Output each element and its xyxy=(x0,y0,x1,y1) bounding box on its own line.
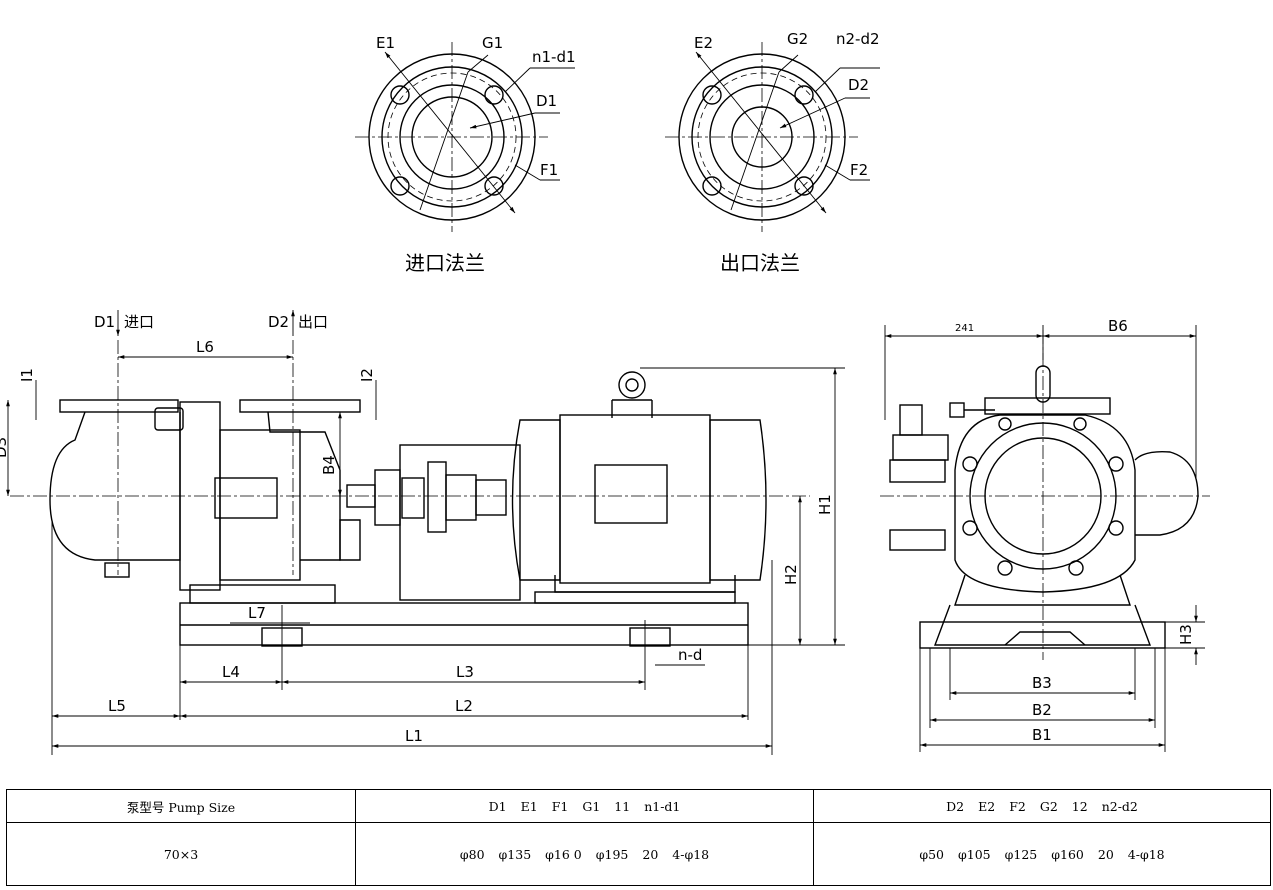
val-G2: φ160 xyxy=(1051,846,1084,862)
inlet-flange-caption: 进口法兰 xyxy=(405,251,485,275)
pump-size-header: 泵型号 Pump Size xyxy=(6,789,356,823)
outlet-flange-G-label: G2 xyxy=(787,30,808,48)
dim-H2: H2 xyxy=(782,564,800,585)
col-G2: G2 xyxy=(1039,798,1058,814)
dim-B4: B4 xyxy=(320,455,338,475)
inlet-flange-D-label: D1 xyxy=(536,92,557,110)
col-F1: F1 xyxy=(551,798,569,814)
dim-L4: L4 xyxy=(222,663,240,681)
outlet-flange-caption: 出口法兰 xyxy=(720,251,800,275)
outlet-values: φ50 φ105 φ125 φ160 20 4-φ18 xyxy=(813,822,1271,886)
dim-I2: I2 xyxy=(358,368,376,382)
inlet-flange-E-label: E1 xyxy=(376,34,395,52)
pump-installation-drawing: E1 G1 n1-d1 D1 F1 进口法兰 E2 G2 n2-d2 D2 F2… xyxy=(0,30,1210,755)
dim-B3: B3 xyxy=(1032,674,1052,692)
dim-L6: L6 xyxy=(196,338,214,356)
dim-L2: L2 xyxy=(455,697,473,715)
dim-B1: B1 xyxy=(1032,726,1052,744)
val-F2: φ125 xyxy=(1004,846,1038,862)
dim-H1: H1 xyxy=(816,494,834,515)
front-inlet-label: D1 xyxy=(94,313,115,331)
outlet-flange-F-label: F2 xyxy=(850,161,868,179)
dim-D3: D3 xyxy=(0,437,10,458)
val-11: 20 xyxy=(642,846,659,862)
col-n1d1: n1-d1 xyxy=(644,798,681,814)
col-D1: D1 xyxy=(488,798,507,814)
val-D2: φ50 xyxy=(919,846,945,862)
inlet-flange-nd-label: n1-d1 xyxy=(532,48,576,66)
table-header-row: 泵型号 Pump Size D1 E1 F1 G1 11 n1-d1 D2 E2 F2 G2 12… xyxy=(6,789,1271,823)
dim-L7: L7 xyxy=(248,604,266,622)
pump-front-view: D1 进口 D2 出口 L6 I1 I2 D3 B4 H1 H2 L7 n-d xyxy=(0,310,845,755)
val-G1: φ195 xyxy=(595,846,629,862)
val-F1: φ16 0 xyxy=(545,846,582,862)
val-n2d2: 4-φ18 xyxy=(1127,846,1165,862)
val-12: 20 xyxy=(1097,846,1114,862)
col-E2: E2 xyxy=(978,798,996,814)
val-E1: φ135 xyxy=(498,846,532,862)
inlet-flange-F-label: F1 xyxy=(540,161,558,179)
col-11: 11 xyxy=(614,798,631,814)
outlet-columns-header: D2 E2 F2 G2 12 n2-d2 xyxy=(813,789,1271,823)
col-G1: G1 xyxy=(582,798,601,814)
front-outlet-cn-label: 出口 xyxy=(298,313,328,331)
dim-241: 241 xyxy=(955,323,974,334)
pump-side-view: 241 B6 H3 B3 B2 B1 xyxy=(880,317,1210,752)
dim-I1: I1 xyxy=(18,368,36,382)
pump-size-value: 70×3 xyxy=(6,822,356,886)
col-n2d2: n2-d2 xyxy=(1101,798,1138,814)
dim-nd: n-d xyxy=(678,646,702,664)
dimension-table: 泵型号 Pump Size D1 E1 F1 G1 11 n1-d1 D2 E2 F2 G2 12… xyxy=(6,789,1271,886)
dim-L1: L1 xyxy=(405,727,423,745)
col-E1: E1 xyxy=(520,798,538,814)
inlet-flange-view: E1 G1 n1-d1 D1 F1 进口法兰 xyxy=(355,34,576,275)
val-D1: φ80 xyxy=(459,846,485,862)
val-E2: φ105 xyxy=(958,846,991,862)
front-inlet-cn-label: 进口 xyxy=(124,313,154,331)
inlet-columns-header: D1 E1 F1 G1 11 n1-d1 xyxy=(355,789,814,823)
dim-B2: B2 xyxy=(1032,701,1052,719)
dim-L3: L3 xyxy=(456,663,474,681)
outlet-flange-nd-label: n2-d2 xyxy=(836,30,880,48)
front-outlet-label: D2 xyxy=(268,313,289,331)
col-D2: D2 xyxy=(946,798,965,814)
dim-L5: L5 xyxy=(108,697,126,715)
col-F2: F2 xyxy=(1009,798,1026,814)
inlet-values: φ80 φ135 φ16 0 φ195 20 4-φ18 xyxy=(355,822,814,886)
outlet-flange-view: E2 G2 n2-d2 D2 F2 出口法兰 xyxy=(665,30,880,275)
dim-H3: H3 xyxy=(1177,624,1195,645)
outlet-flange-E-label: E2 xyxy=(694,34,713,52)
table-row: 70×3 φ80 φ135 φ16 0 φ195 20 4-φ18 φ50 φ105 φ125… xyxy=(6,822,1271,886)
inlet-flange-G-label: G1 xyxy=(482,34,503,52)
dim-B6: B6 xyxy=(1108,317,1128,335)
outlet-flange-D-label: D2 xyxy=(848,76,869,94)
col-12: 12 xyxy=(1071,798,1088,814)
val-n1d1: 4-φ18 xyxy=(672,846,710,862)
